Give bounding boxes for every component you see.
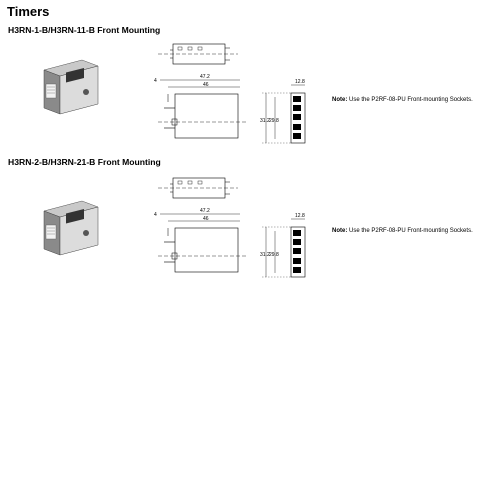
timer-photo-2 (43, 200, 99, 256)
dim-small-gap-1: 4 (154, 78, 157, 84)
timer-photo-1 (43, 59, 99, 115)
note-2: Note: Use the P2RF-08-PU Front-mounting … (332, 228, 492, 235)
section-heading-1: H3RN-1-B/H3RN-11-B Front Mounting (8, 25, 161, 35)
dim-length-outer-1: 47.2 (200, 74, 210, 80)
dim-height-outer-2: 31.2 (260, 252, 270, 258)
dim-small-gap-2: 4 (154, 212, 157, 218)
page-title: Timers (7, 4, 50, 19)
note-label-1: Note: (332, 97, 348, 103)
dim-length-inner-2: 46 (203, 216, 209, 222)
dimension-drawing-1: 4 47.2 46 12.8 31.2 29.8 (154, 43, 306, 144)
note-1: Note: Use the P2RF-08-PU Front-mounting … (332, 97, 492, 104)
dim-length-inner-1: 46 (203, 82, 209, 88)
dimension-drawing-2: 4 47.2 46 12.8 31.2 29.8 (154, 177, 306, 278)
dim-height-inner-2: 29.8 (269, 252, 279, 258)
dim-height-inner-1: 29.8 (269, 118, 279, 124)
dim-side-width-2: 12.8 (295, 213, 305, 219)
note-label-2: Note: (332, 228, 348, 234)
dim-side-width-1: 12.8 (295, 79, 305, 85)
dim-height-outer-1: 31.2 (260, 118, 270, 124)
note-text-1: Use the P2RF-08-PU Front-mounting Socket… (349, 97, 473, 103)
note-text-2: Use the P2RF-08-PU Front-mounting Socket… (349, 228, 473, 234)
section-heading-2: H3RN-2-B/H3RN-21-B Front Mounting (8, 157, 161, 167)
dim-length-outer-2: 47.2 (200, 208, 210, 214)
